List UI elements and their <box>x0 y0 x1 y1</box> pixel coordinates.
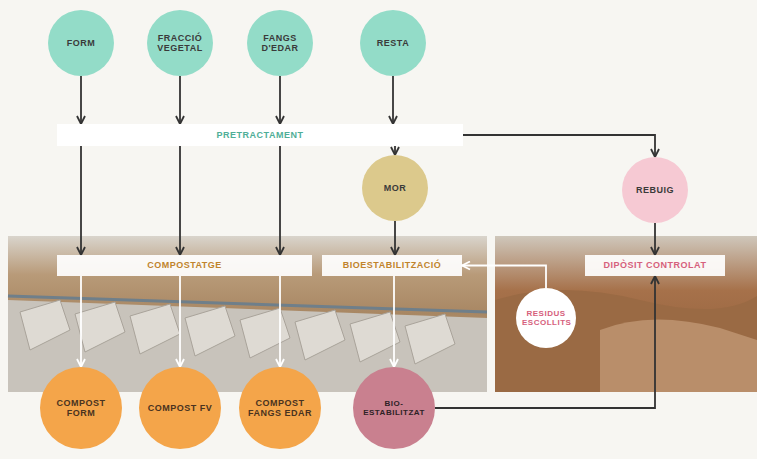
flow-arrow <box>654 223 656 255</box>
source-circle: FRACCIÓ VEGETAL <box>147 10 213 76</box>
flow-arrow <box>393 276 395 367</box>
reject-circle: REBUIG <box>622 157 688 223</box>
node-label: FANGS D'EDAR <box>254 33 307 54</box>
node-label: COMPOSTATGE <box>147 260 222 270</box>
source-circle: RESTA <box>360 10 426 76</box>
product-circle: COMPOST FANGS EDAR <box>239 367 321 449</box>
process-band: BIOESTABILITZACIÓ <box>322 255 462 276</box>
node-label: RESTA <box>377 38 409 48</box>
node-label: DIPÒSIT CONTROLAT <box>604 260 707 270</box>
product-circle: COMPOST FORM <box>40 367 122 449</box>
process-band: PRETRACTAMENT <box>57 124 463 146</box>
node-label: BIOESTABILITZACIÓ <box>343 260 441 270</box>
flow-arrow <box>392 76 394 124</box>
node-label: COMPOST FV <box>148 403 213 413</box>
source-circle: FANGS D'EDAR <box>247 10 313 76</box>
flow-arrow <box>80 276 82 367</box>
process-band: COMPOSTATGE <box>57 255 312 276</box>
landfill-photo <box>495 236 757 392</box>
flow-arrow <box>80 76 82 124</box>
flow-arrow <box>394 146 396 155</box>
node-label: REBUIG <box>636 185 674 195</box>
flow-arrow <box>462 266 546 289</box>
flow-arrow <box>463 135 655 157</box>
flow-arrow <box>279 76 281 124</box>
node-label: FRACCIÓ VEGETAL <box>154 33 207 54</box>
flow-arrow <box>179 76 181 124</box>
node-label: FORM <box>67 38 96 48</box>
flow-arrow <box>179 276 181 367</box>
flow-arrow <box>80 146 82 255</box>
node-label: BIO-ESTABILITZAT <box>361 399 427 417</box>
node-label: COMPOST FANGS EDAR <box>247 398 313 419</box>
node-label: RESIDUS ESCOLLITS <box>522 309 570 327</box>
node-label: PRETRACTAMENT <box>217 130 304 140</box>
flow-arrow <box>279 146 281 255</box>
input-circle: RESIDUS ESCOLLITS <box>516 288 576 348</box>
flow-arrow <box>179 146 181 255</box>
source-circle: FORM <box>48 10 114 76</box>
flow-arrow <box>279 276 281 367</box>
product-circle: BIO-ESTABILITZAT <box>353 367 435 449</box>
stream-circle: MOR <box>362 155 428 221</box>
flow-arrow <box>394 221 396 255</box>
node-label: COMPOST FORM <box>48 398 114 419</box>
product-circle: COMPOST FV <box>139 367 221 449</box>
rail <box>8 296 487 312</box>
node-label: MOR <box>384 183 407 193</box>
landfill-mound <box>600 319 757 392</box>
process-band: DIPÒSIT CONTROLAT <box>585 255 725 276</box>
flow-arrow <box>435 276 655 408</box>
